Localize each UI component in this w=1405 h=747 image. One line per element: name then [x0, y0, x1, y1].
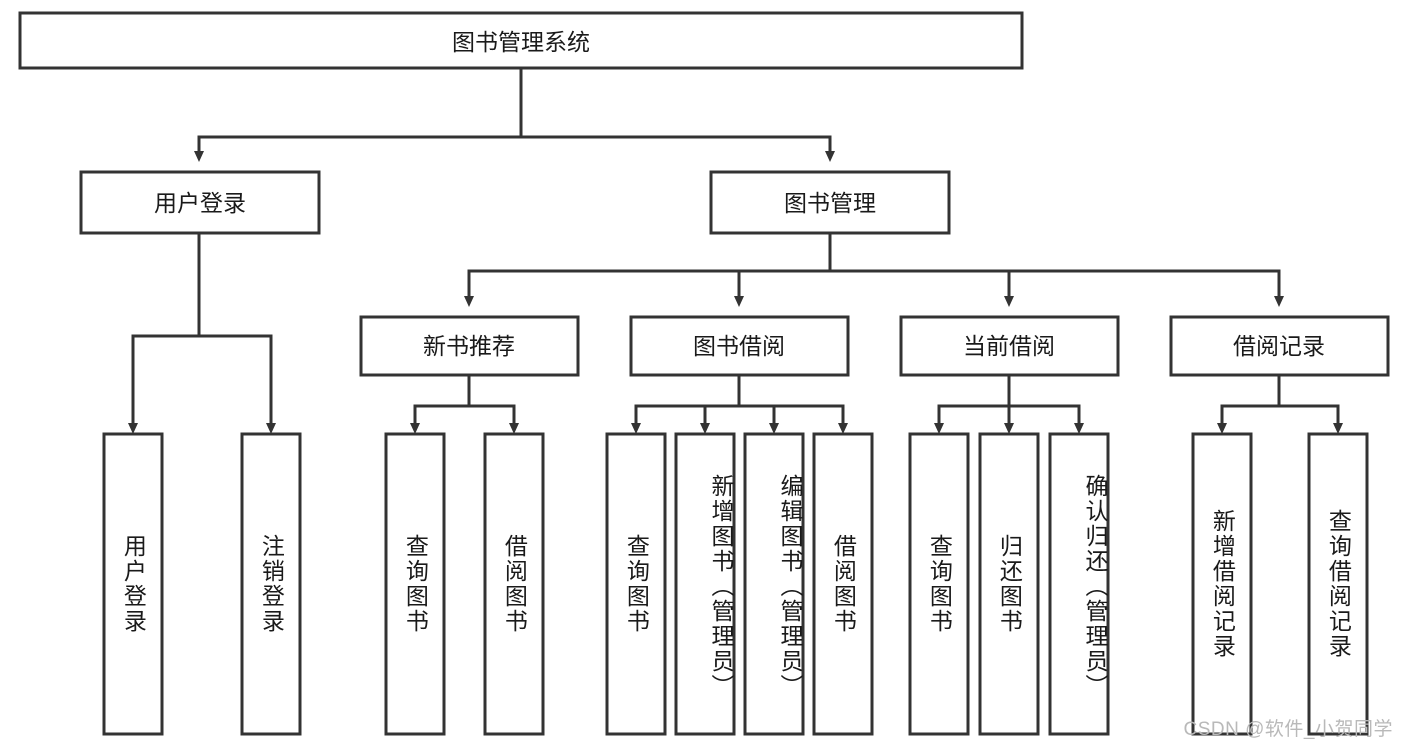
connector-newbook-to-leaves: [410, 373, 519, 434]
leaf-box-query-book-2: [605, 432, 667, 736]
leaf-box-logout: [240, 432, 302, 736]
node-user-login[interactable]: 用户登录: [79, 170, 321, 235]
leaf-box-borrow-book-1: [483, 432, 545, 736]
node-borrow-record-label: 借阅记录: [1233, 333, 1325, 359]
connector-borrowrecord-to-leaves: [1217, 373, 1343, 434]
leaf-box-edit-book-admin: [743, 432, 805, 736]
node-book-borrow-label: 图书借阅: [693, 333, 785, 359]
leaf-box-add-borrow-record: [1191, 432, 1253, 736]
node-book-borrow[interactable]: 图书借阅: [629, 315, 850, 377]
connector-currentborrow-to-leaves: [934, 373, 1084, 434]
connector-userlogin-to-leaves: [128, 231, 276, 434]
node-new-book-recommend-label: 新书推荐: [423, 333, 515, 359]
node-root[interactable]: 图书管理系统: [18, 11, 1024, 70]
leaf-box-query-book-1: [384, 432, 446, 736]
leaf-box-query-borrow-record: [1307, 432, 1369, 736]
connector-bookborrow-to-leaves: [631, 373, 848, 434]
watermark-text: CSDN @软件_小贺同学: [1183, 719, 1393, 740]
leaf-box-user-login: [102, 432, 164, 736]
node-borrow-record[interactable]: 借阅记录: [1169, 315, 1390, 377]
node-current-borrow-label: 当前借阅: [963, 333, 1055, 359]
leaf-box-add-book-admin: [674, 432, 736, 736]
leaf-box-confirm-return-admin: [1048, 432, 1110, 736]
node-user-login-label: 用户登录: [154, 190, 246, 216]
node-book-management-label: 图书管理: [784, 190, 876, 216]
leaf-boxes: [102, 432, 1369, 736]
node-root-label: 图书管理系统: [452, 29, 590, 55]
connector-bookmgmt-to-level3: [464, 231, 1284, 307]
connector-root-to-level2: [194, 66, 835, 162]
leaf-box-query-book-3: [908, 432, 970, 736]
node-current-borrow[interactable]: 当前借阅: [899, 315, 1120, 377]
node-new-book-recommend[interactable]: 新书推荐: [359, 315, 580, 377]
node-book-management[interactable]: 图书管理: [709, 170, 951, 235]
leaf-box-return-book: [978, 432, 1040, 736]
leaf-box-borrow-book-2: [812, 432, 874, 736]
